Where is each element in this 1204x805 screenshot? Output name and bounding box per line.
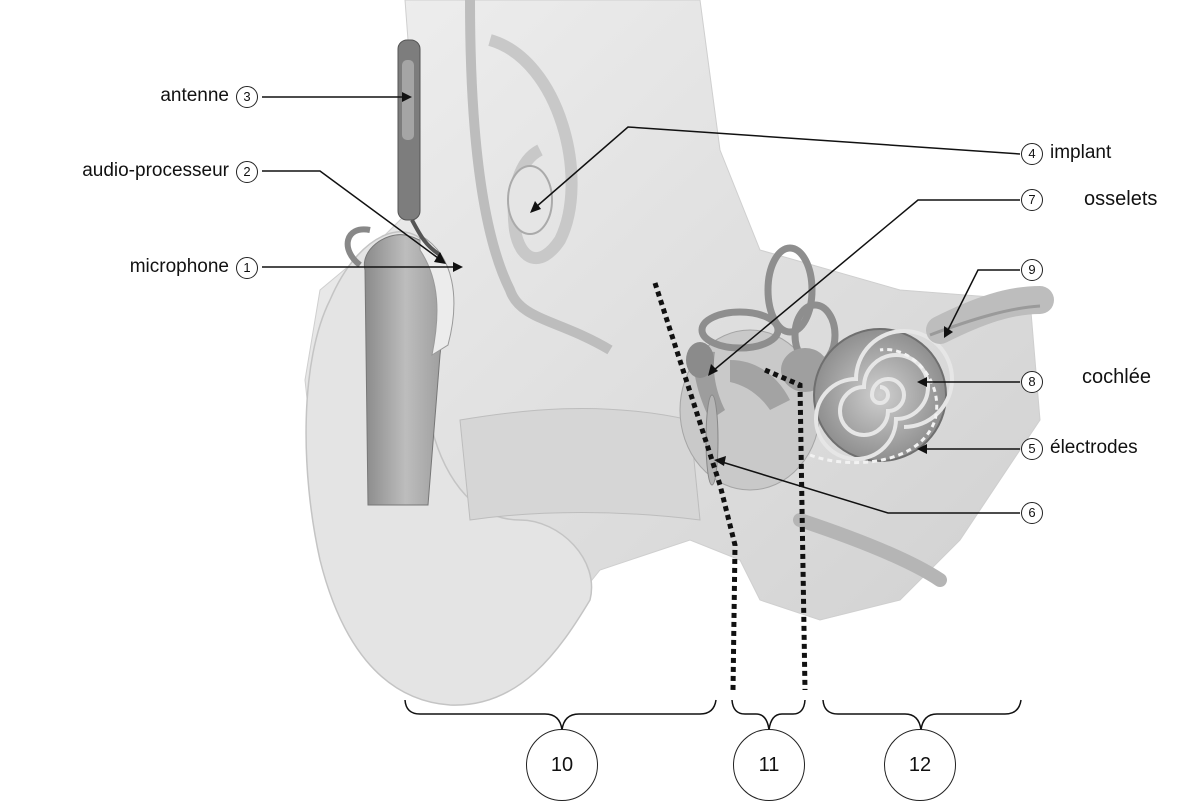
marker-6: 6 [1021, 502, 1043, 524]
zone-12-circle: 12 [884, 729, 956, 801]
label-implant: implant [1050, 142, 1111, 164]
zone-10-circle: 10 [526, 729, 598, 801]
ear-canal [460, 408, 700, 520]
label-audio-processeur: audio-processeur [82, 160, 229, 182]
marker-7: 7 [1021, 189, 1043, 211]
label-electrodes: électrodes [1050, 437, 1138, 459]
label-microphone: microphone [130, 256, 229, 278]
label-antenne: antenne [160, 85, 229, 107]
marker-4: 4 [1021, 143, 1043, 165]
marker-5: 5 [1021, 438, 1043, 460]
label-cochlee: cochlée [1082, 366, 1151, 388]
marker-2: 2 [236, 161, 258, 183]
marker-1: 1 [236, 257, 258, 279]
marker-3: 3 [236, 86, 258, 108]
marker-9: 9 [1021, 259, 1043, 281]
marker-8: 8 [1021, 371, 1043, 393]
zone-braces [405, 700, 1021, 730]
label-osselets: osselets [1084, 188, 1157, 210]
zone-11-circle: 11 [733, 729, 805, 801]
implant-receiver [508, 166, 552, 234]
